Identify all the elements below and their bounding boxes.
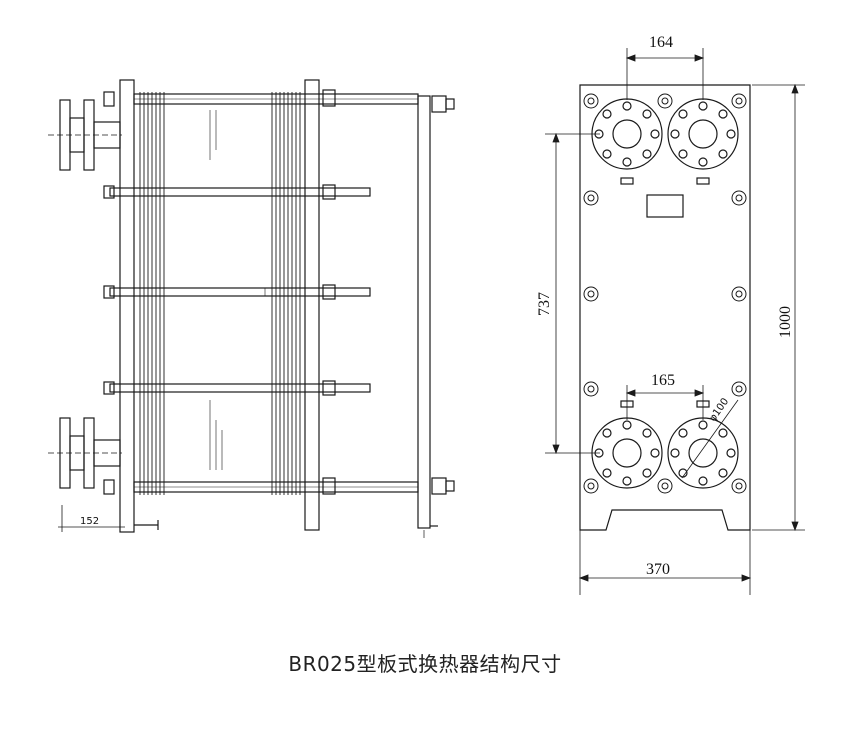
side-offset-dimension [58, 505, 125, 532]
fixed-frame-plate [119, 79, 135, 533]
perimeter-nuts [583, 93, 747, 494]
top-port-right [667, 98, 739, 170]
pressure-plate [304, 79, 320, 531]
plate-width-label: 370 [646, 561, 670, 578]
port-spacing-top-label: 164 [649, 34, 673, 51]
dimension-lines [545, 48, 805, 595]
port-spacing-bottom-label: 165 [651, 372, 675, 389]
support-column [417, 95, 431, 529]
bottom-port-left [591, 417, 663, 489]
nameplate [646, 194, 684, 218]
plate-height-label: 1000 [777, 306, 794, 338]
side-offset-label: 152 [80, 516, 99, 527]
feet [134, 520, 438, 538]
port-diameter-label: φ100 [707, 396, 731, 423]
tie-bolts [103, 89, 455, 495]
plate-pack [139, 92, 301, 495]
bottom-flange [48, 417, 122, 489]
side-view [48, 79, 455, 538]
mark-top-left [620, 177, 634, 185]
front-view [545, 48, 805, 595]
frame-plate-outline [579, 84, 751, 531]
mark-top-right [696, 177, 710, 185]
top-flange [48, 99, 122, 171]
port-centers-vertical-label: 737 [536, 292, 553, 316]
top-port-left [591, 98, 663, 170]
figure-caption: BR025型板式换热器结构尺寸 [288, 652, 562, 676]
